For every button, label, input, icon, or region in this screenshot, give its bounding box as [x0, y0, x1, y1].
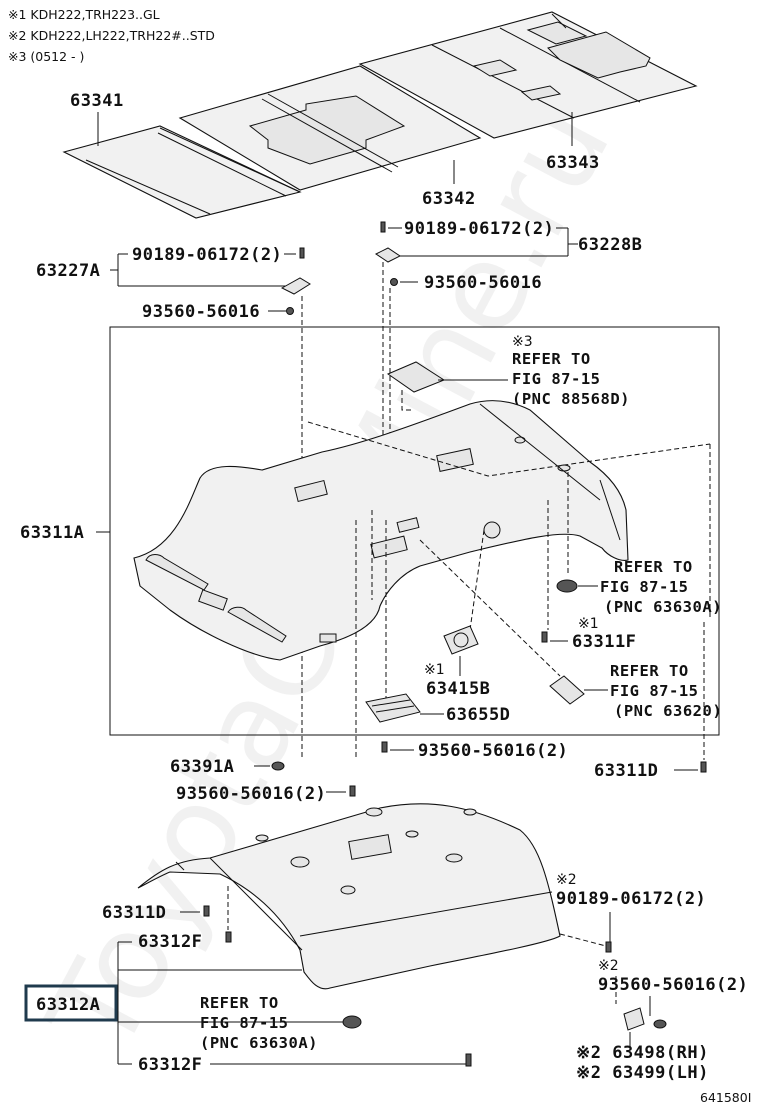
label-63311d-right: 63311D: [594, 761, 658, 781]
ref3-line1: REFER TO: [512, 350, 591, 368]
ref-b-line2: FIG 87-15: [610, 682, 699, 700]
label-93560-b: 93560-56016: [424, 273, 542, 293]
screw-90189-b[interactable]: [380, 221, 386, 233]
ref-b-line1: REFER TO: [610, 662, 689, 680]
screw-93560-e[interactable]: [653, 1019, 667, 1029]
label-63228b: 63228B: [578, 235, 642, 255]
label-63311d-left: 63311D: [102, 903, 166, 923]
label-63343: 63343: [546, 153, 600, 173]
pin-63312f-b[interactable]: [465, 1053, 472, 1067]
bracket-63498-63499[interactable]: [623, 1007, 645, 1031]
cover-63655d[interactable]: [365, 693, 421, 723]
ref3-line3: (PNC 88568D): [512, 390, 630, 408]
ref-b-line3: (PNC 63620): [614, 702, 722, 720]
label-93560-a: 93560-56016: [142, 302, 260, 322]
lamp-63415b[interactable]: [443, 625, 479, 655]
label-93560-d: 93560-56016(2): [176, 784, 326, 804]
label-63499: ※2 63499(LH): [576, 1063, 709, 1083]
ref3-mark: ※3: [512, 334, 533, 350]
label-90189-b: 90189-06172(2): [404, 219, 554, 239]
ref-a-line2: FIG 87-15: [600, 578, 689, 596]
highlight-box-63312a: [24, 984, 118, 1022]
clip-63630a-lower[interactable]: [342, 1015, 362, 1029]
ref-a-line1: REFER TO: [614, 558, 693, 576]
label-63312f-b: 63312F: [138, 1055, 202, 1075]
ref-c-line2: FIG 87-15: [200, 1014, 289, 1032]
label-63227a: 63227A: [36, 261, 100, 281]
pin-63311d-right[interactable]: [700, 761, 707, 773]
clip-63228b[interactable]: [375, 247, 401, 263]
ref-c-line3: (PNC 63630A): [200, 1034, 318, 1052]
screw-90189-c[interactable]: [605, 941, 612, 953]
screw-93560-a[interactable]: [286, 307, 294, 315]
label-63341: 63341: [70, 91, 124, 111]
headliner-63312a[interactable]: [137, 803, 561, 990]
note-2: ※2 KDH222,LH222,TRH22#..STD: [8, 28, 215, 43]
label-93560-e: 93560-56016(2): [598, 975, 748, 995]
note-3: ※3 (0512 - ): [8, 49, 84, 64]
label-63311a: 63311A: [20, 523, 84, 543]
headliner-assembly-frame: [109, 326, 720, 736]
label-63415b: 63415B: [426, 679, 490, 699]
label-63342: 63342: [422, 189, 476, 209]
screw-93560-c[interactable]: [381, 741, 388, 753]
label-63311f: 63311F: [572, 632, 636, 652]
screw-93560-b[interactable]: [390, 278, 398, 286]
floor-mat-parts: [62, 11, 698, 219]
ref-c-line1: REFER TO: [200, 994, 279, 1012]
mark1-a: ※1: [578, 616, 599, 632]
mark2-a: ※2: [556, 872, 577, 888]
clip-63391a[interactable]: [271, 761, 285, 771]
ref3-line2: FIG 87-15: [512, 370, 601, 388]
label-63498: ※2 63498(RH): [576, 1043, 709, 1063]
label-63655d: 63655D: [446, 705, 510, 725]
ref-a-line3: (PNC 63630A): [604, 598, 722, 616]
mark2-b: ※2: [598, 958, 619, 974]
pin-63311f[interactable]: [541, 631, 548, 643]
clip-63630a-upper[interactable]: [556, 579, 578, 593]
clip-63227a[interactable]: [280, 247, 311, 295]
pin-63312f-a[interactable]: [225, 931, 232, 943]
note-1: ※1 KDH222,TRH223..GL: [8, 7, 160, 22]
screw-93560-d[interactable]: [349, 785, 356, 797]
label-93560-c: 93560-56016(2): [418, 741, 568, 761]
pin-63311d-left[interactable]: [203, 905, 210, 917]
headliner-63311a[interactable]: [133, 400, 629, 661]
mark1-b: ※1: [424, 662, 445, 678]
label-90189-c: 90189-06172(2): [556, 889, 706, 909]
label-63391a: 63391A: [170, 757, 234, 777]
lamp-63620[interactable]: [549, 675, 585, 705]
figure-number: 641580I: [700, 1090, 751, 1105]
label-63312f-a: 63312F: [138, 932, 202, 952]
label-63312a: 63312A: [36, 995, 100, 1015]
label-90189-a: 90189-06172(2): [132, 245, 282, 265]
